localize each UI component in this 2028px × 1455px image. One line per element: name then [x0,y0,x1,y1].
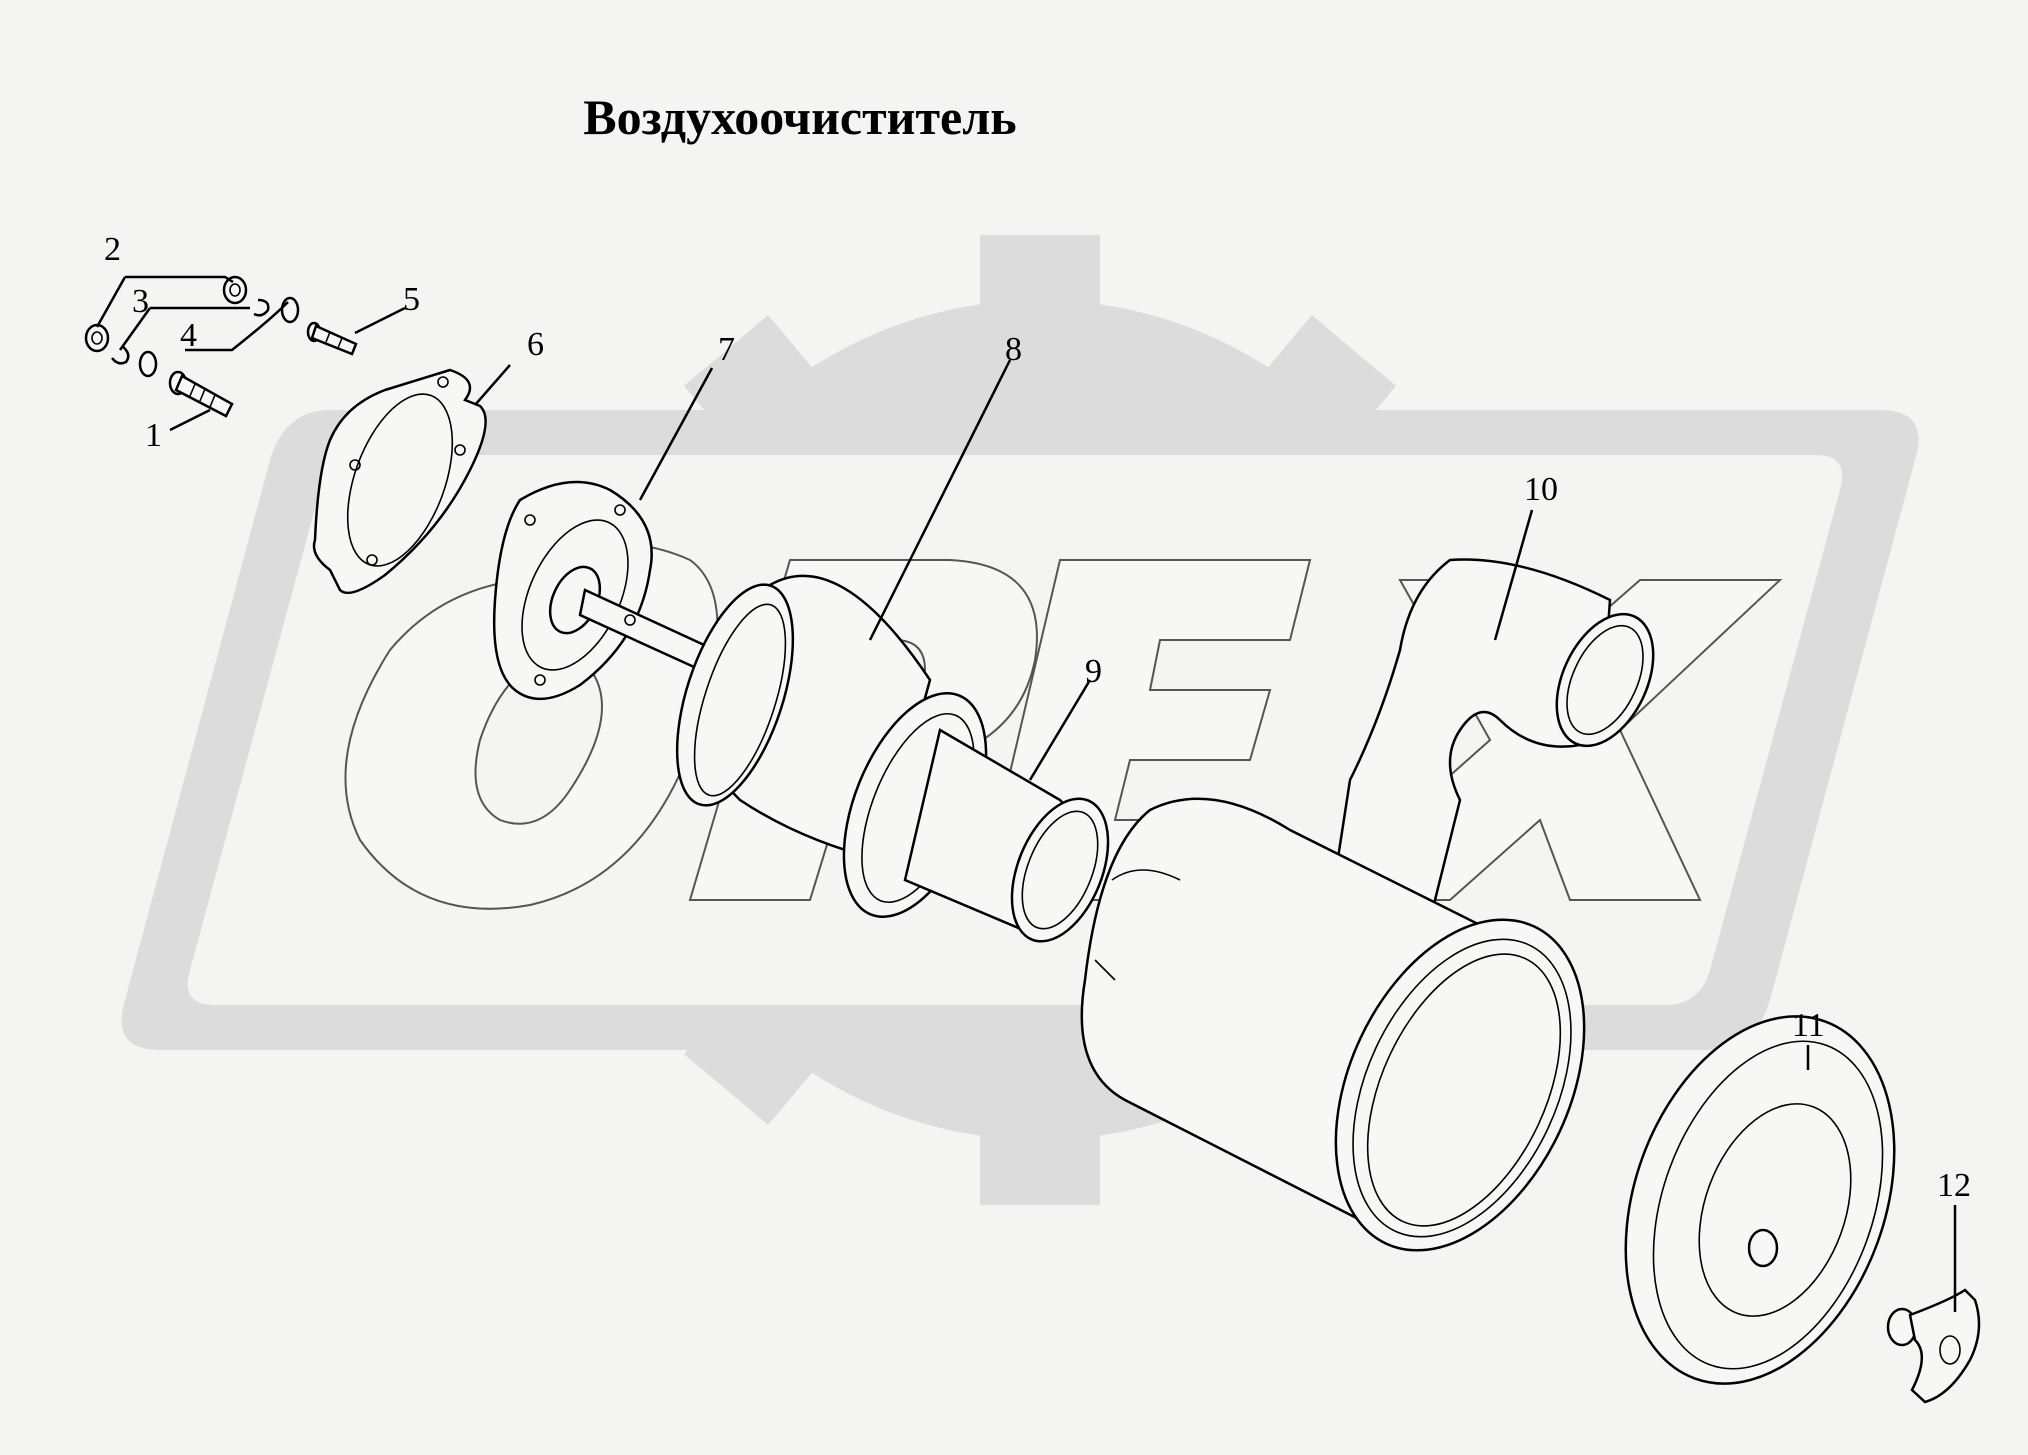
diagram-title: Воздухоочиститель [583,89,1017,145]
air-cleaner-housing [1080,797,1586,1252]
callout-8: 8 [1005,331,1022,368]
callout-labels: 2 3 4 1 5 6 7 8 9 10 11 12 [104,231,1971,1204]
callout-9: 9 [1085,653,1102,690]
part-10-elbow [1328,558,1655,925]
part-12-wing-nut [1886,1288,1981,1404]
watermark-logo [121,235,1919,1205]
part-5-stud [306,321,358,356]
part-3-4-washers [111,296,300,378]
callout-7: 7 [718,331,735,368]
callout-6: 6 [527,326,544,363]
part-11-cover [1624,1015,1896,1385]
callout-1: 1 [145,417,162,454]
callout-3: 3 [132,283,149,320]
part-6-gasket [312,368,487,595]
callout-4: 4 [180,317,197,354]
part-7-flange [492,480,717,701]
part-9-safety-element [842,692,1110,943]
part-2-nut [84,275,248,353]
callout-10: 10 [1524,471,1558,508]
callout-11: 11 [1792,1007,1825,1044]
callout-2: 2 [104,231,121,268]
leader-lines [95,275,1957,1312]
part-1-bolt [168,370,234,418]
callout-12: 12 [1937,1167,1971,1204]
callout-5: 5 [403,281,420,318]
